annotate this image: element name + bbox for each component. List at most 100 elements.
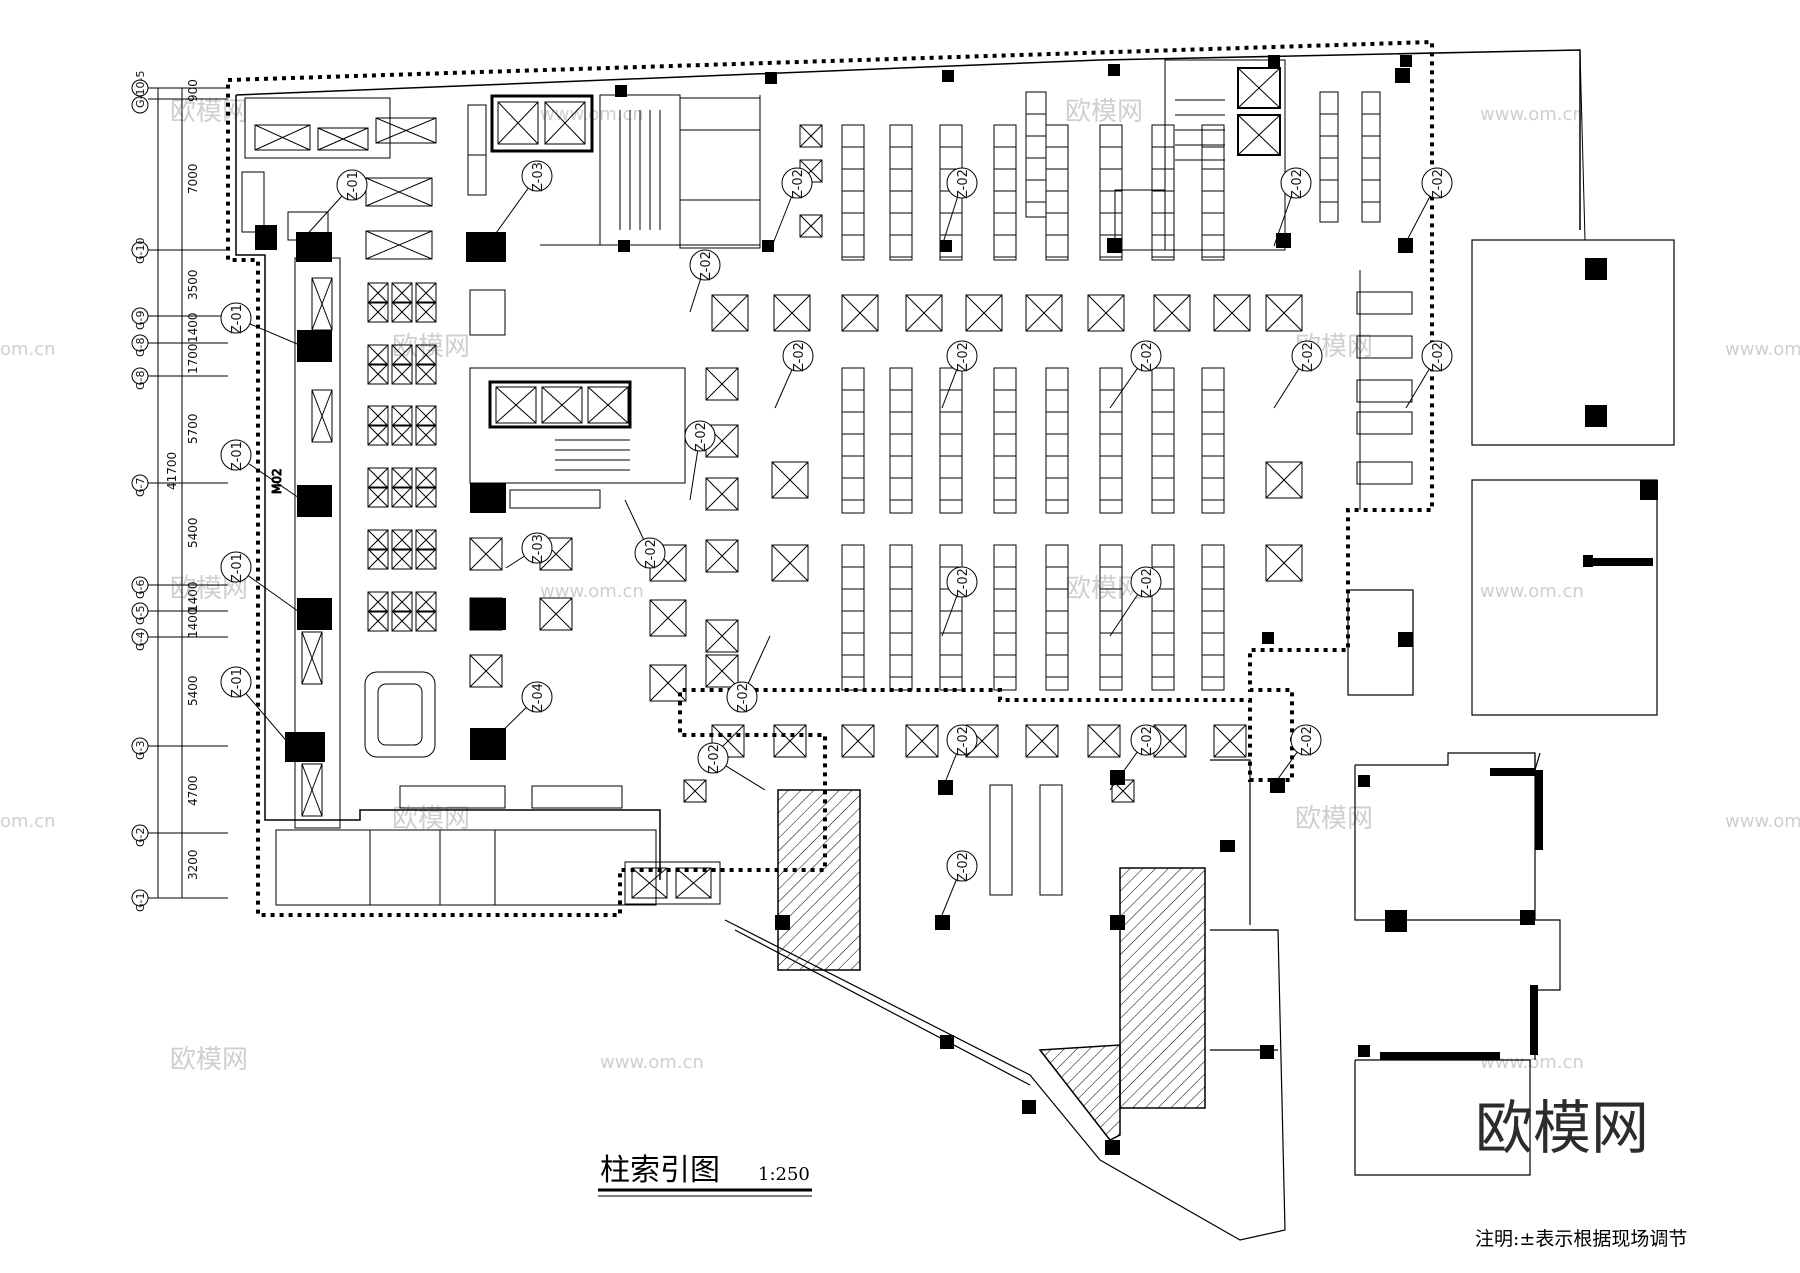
- column-block: [1490, 768, 1535, 776]
- axis-label: G-9: [134, 311, 147, 331]
- display-unit: [415, 405, 437, 427]
- display-unit: [367, 363, 389, 385]
- gondola-shelf: [841, 124, 865, 261]
- tag-bubble: [521, 681, 553, 713]
- tag-bubble: [1291, 340, 1323, 372]
- tag-bubble: [1130, 724, 1162, 756]
- display-unit: [415, 591, 437, 613]
- gondola-shelf: [1045, 124, 1069, 261]
- column-block: [285, 732, 325, 762]
- gondola-shelf: [1025, 91, 1047, 218]
- column-tag-label: Z-02: [644, 539, 659, 569]
- column-tag-label: Z-02: [956, 726, 971, 756]
- building-outline: [226, 39, 1586, 917]
- display-unit: [841, 294, 879, 332]
- axis-label: G-10: [134, 238, 147, 265]
- display-cross: [705, 539, 739, 573]
- column-tag-label: Z-02: [1140, 726, 1155, 756]
- column-tag-label: Z-02: [956, 169, 971, 199]
- tag-bubble: [946, 724, 978, 756]
- display-cross: [1111, 779, 1135, 803]
- tag-bubble: [781, 167, 813, 199]
- axis-bubbles: G-10-5 G-10 G-9 G-8 G-8 G-7 G-6 G-5 G-4 …: [131, 71, 149, 912]
- axis-label: G-5: [134, 606, 147, 626]
- tag-bubble: [726, 681, 758, 713]
- display-cross: [415, 610, 437, 632]
- gondola-shelf: [841, 367, 865, 514]
- display-unit: [1025, 724, 1059, 758]
- column-block: [1262, 632, 1274, 644]
- gondola-shelf: [889, 367, 913, 514]
- watermark-layer: 欧模网 www.om.cn 欧模网 www.om.cn om.cn 欧模网 欧模…: [0, 97, 1800, 1075]
- tag-bubble: [1421, 340, 1453, 372]
- watermark-brand: 欧模网: [170, 97, 248, 127]
- display-unit: [391, 467, 413, 489]
- display-cross: [771, 461, 809, 499]
- display-cross: [415, 529, 437, 551]
- brand-watermark: 欧模网: [1475, 1094, 1649, 1162]
- column-block: [942, 70, 954, 82]
- column-block: [1400, 55, 1412, 67]
- display-unit: [415, 610, 437, 632]
- display-cross: [1153, 294, 1191, 332]
- display-unit: [391, 363, 413, 385]
- display-unit: [649, 664, 687, 702]
- column-block: [297, 330, 332, 362]
- axis-label: G-10-5: [134, 71, 147, 108]
- dimension-segment: 1400: [186, 312, 200, 343]
- display-unit: [711, 294, 749, 332]
- watermark-url: www.om.cn: [1480, 1052, 1584, 1073]
- gondola-shelf: [1319, 91, 1339, 223]
- display-unit: [649, 599, 687, 637]
- display-unit: [773, 294, 811, 332]
- display-cross: [391, 529, 413, 551]
- display-cross: [391, 486, 413, 508]
- column-tag-label: Z-01: [230, 441, 245, 471]
- column-block: [1585, 258, 1607, 280]
- gondola-shelf: [1201, 124, 1225, 261]
- display-cross: [705, 367, 739, 401]
- column-block: [297, 485, 332, 517]
- column-block: [1110, 915, 1125, 930]
- display-unit: [469, 654, 503, 688]
- display-cross: [649, 664, 687, 702]
- display-cross: [1265, 294, 1303, 332]
- watermark-url: www.om.cn: [540, 581, 644, 602]
- display-unit: [841, 724, 875, 758]
- left-fixtures: M02: [270, 257, 436, 829]
- display-cross: [773, 724, 807, 758]
- display-unit: [391, 486, 413, 508]
- display-cross: [391, 610, 413, 632]
- display-cross: [415, 282, 437, 304]
- column-tag-label: Z-01: [346, 171, 361, 201]
- column-tag-label: Z-02: [1301, 342, 1316, 372]
- display-cross: [905, 724, 939, 758]
- gondola-shelf: [889, 124, 913, 261]
- display-cross: [705, 477, 739, 511]
- display-cross: [705, 424, 739, 458]
- axis-label: G-4: [134, 632, 147, 652]
- display-cross: [391, 548, 413, 570]
- column-block: [1260, 1045, 1274, 1059]
- display-cross: [367, 405, 389, 427]
- watermark-url: www.om.cn: [1480, 104, 1584, 125]
- display-unit: [773, 724, 807, 758]
- tag-bubble: [220, 439, 252, 471]
- tag-bubble: [946, 850, 978, 882]
- tag-bubble: [782, 340, 814, 372]
- display-unit: [391, 591, 413, 613]
- tag-bubble: [336, 169, 368, 201]
- display-cross: [799, 214, 823, 238]
- column-block: [618, 240, 630, 252]
- column-tag-label: Z-02: [1290, 169, 1305, 199]
- watermark-url: www.om.cn: [1725, 339, 1800, 360]
- gondola-shelf: [939, 544, 963, 691]
- column-block: [775, 915, 790, 930]
- column-tag-label: Z-03: [531, 162, 546, 192]
- elevator-core-center: [469, 289, 686, 509]
- drawing-note: 注明:±表示根据现场调节: [1475, 1228, 1687, 1250]
- dimension-segment: 3500: [186, 269, 200, 300]
- display-cross: [415, 344, 437, 366]
- watermark-brand: 欧模网: [392, 804, 470, 834]
- tag-bubble: [634, 537, 666, 569]
